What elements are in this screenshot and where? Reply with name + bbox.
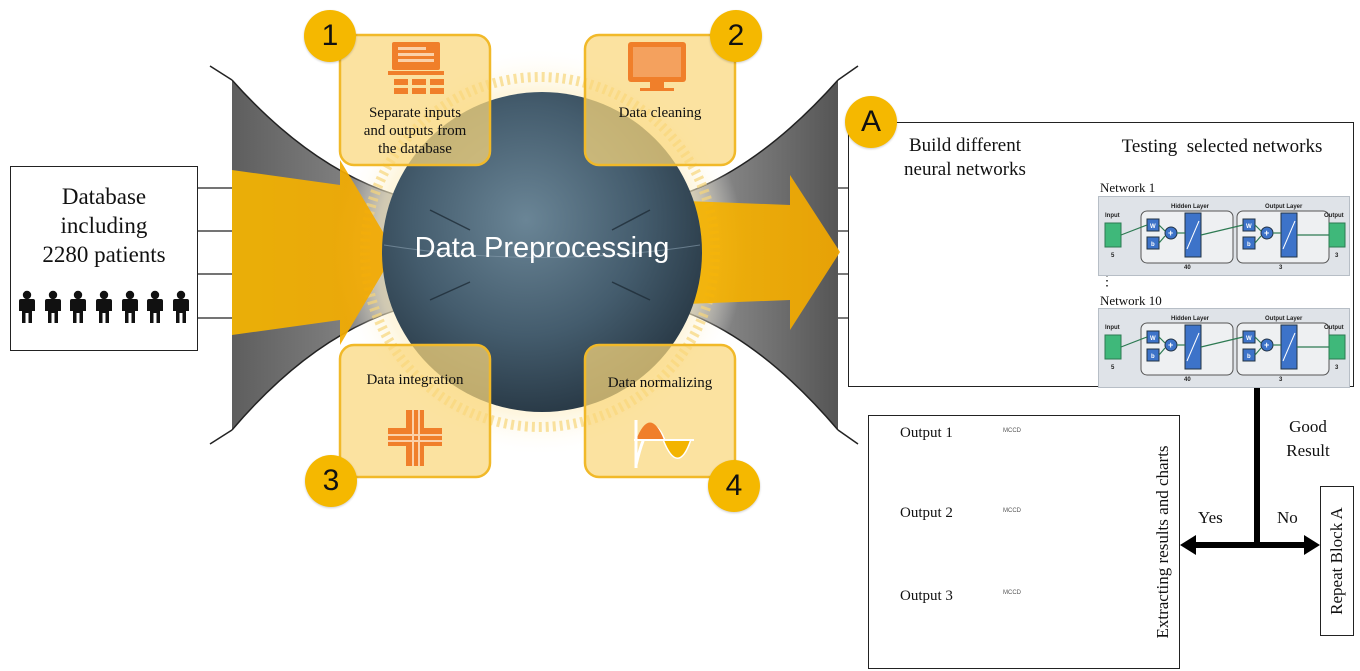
- step-3-label-line1: Data integration: [366, 372, 464, 388]
- database-label-line2: including: [60, 213, 148, 238]
- output-2-label: Output 2: [900, 505, 953, 521]
- svg-text:Hidden Layer: Hidden Layer: [1171, 316, 1210, 322]
- step-1-label-line1: Separate inputs: [368, 105, 462, 121]
- step-4-label-line1: Data normalizing: [607, 375, 713, 391]
- output-1-label: Output 1: [900, 425, 953, 441]
- step-3-label: Data integration: [340, 371, 490, 389]
- build-networks-line2: neural networks: [904, 159, 1026, 180]
- decision-arrows: [1180, 387, 1320, 555]
- database-table-icon: [388, 42, 444, 94]
- right-flow-arrow: [660, 175, 840, 330]
- yes-label: Yes: [1198, 508, 1223, 527]
- svg-text:40: 40: [1184, 265, 1191, 271]
- patient-icon: [19, 290, 35, 323]
- step-1-label: Separate inputs and outputs from the dat…: [340, 104, 490, 158]
- step-2-label: Data cleaning: [585, 104, 735, 122]
- step-4-label: Data normalizing: [585, 374, 735, 392]
- svg-text:5: 5: [1111, 365, 1115, 371]
- patient-icon: [147, 290, 164, 323]
- network-10-label: Network 10: [1100, 293, 1162, 308]
- svg-text:+: +: [1168, 340, 1173, 350]
- database-box: [10, 166, 198, 351]
- svg-text:Output: Output: [1324, 213, 1344, 219]
- output-1-chart-title: MCCD: [1003, 428, 1021, 434]
- output-2-chart-title: MCCD: [1003, 508, 1021, 514]
- step-1-label-line2: and outputs from: [363, 123, 467, 139]
- testing-networks-label: Testing selected networks: [1121, 136, 1323, 157]
- output-3-chart-title: MCCD: [1003, 590, 1021, 596]
- preprocessing-title: Data Preprocessing: [414, 232, 670, 264]
- build-networks-line1: Build different: [908, 135, 1022, 156]
- no-label: No: [1277, 508, 1298, 527]
- patient-icon: [172, 290, 189, 323]
- extracting-results-text: Extracting results and charts: [1153, 445, 1172, 639]
- good-result-label: Good Result: [1262, 415, 1354, 463]
- svg-text:3: 3: [1335, 365, 1339, 371]
- svg-text:Output Layer: Output Layer: [1265, 204, 1303, 210]
- step-3-badge: 3: [305, 455, 357, 507]
- database-connector-lines: [198, 187, 232, 319]
- results-box: [868, 415, 1180, 669]
- svg-text:W: W: [1150, 224, 1156, 230]
- svg-text:+: +: [1264, 228, 1269, 238]
- step-1-label-line3: the database: [378, 141, 452, 157]
- output-3-label: Output 3: [900, 588, 953, 604]
- step-2-badge: 2: [710, 10, 762, 62]
- svg-text:Hidden Layer: Hidden Layer: [1171, 204, 1210, 210]
- patient-icon: [95, 290, 112, 323]
- left-flow-arrow: [232, 160, 395, 345]
- svg-text:3: 3: [1279, 377, 1283, 383]
- normal-curve-icon: [634, 420, 694, 468]
- repeat-block-text: Repeat Block A: [1327, 507, 1346, 615]
- build-networks-label: Build different neural networks: [880, 134, 1050, 182]
- database-label-line3: 2280 patients: [42, 242, 166, 267]
- network-1-label: Network 1: [1100, 180, 1156, 195]
- svg-text:b: b: [1151, 242, 1155, 248]
- svg-text:3: 3: [1335, 253, 1339, 259]
- svg-text:+: +: [1264, 340, 1269, 350]
- preprocessing-sphere: [382, 92, 702, 412]
- step-1-badge: 1: [304, 10, 356, 62]
- svg-text:b: b: [1151, 354, 1155, 360]
- repeat-block-label: Repeat Block A: [1320, 486, 1354, 636]
- svg-text:W: W: [1246, 336, 1252, 342]
- svg-text:40: 40: [1184, 377, 1191, 383]
- good-result-line1: Good: [1289, 417, 1327, 436]
- step-4-badge: 4: [708, 460, 760, 512]
- svg-text:W: W: [1150, 336, 1156, 342]
- good-result-line2: Result: [1286, 441, 1330, 460]
- svg-text:b: b: [1247, 354, 1251, 360]
- patient-icons: [16, 290, 192, 324]
- svg-text:b: b: [1247, 242, 1251, 248]
- network-ellipsis: ⋮: [1100, 274, 1114, 289]
- computer-monitor-icon: [628, 42, 686, 91]
- svg-text:W: W: [1246, 224, 1252, 230]
- svg-text:5: 5: [1111, 253, 1115, 259]
- step-2-label-line1: Data cleaning: [618, 105, 702, 121]
- svg-text:Output Layer: Output Layer: [1265, 316, 1303, 322]
- svg-text:Input: Input: [1105, 213, 1120, 219]
- svg-text:3: 3: [1279, 265, 1283, 271]
- repeat-block-box: [1320, 486, 1354, 636]
- block-a-badge: A: [845, 96, 897, 148]
- integration-cross-icon: [388, 410, 442, 466]
- svg-text:+: +: [1168, 228, 1173, 238]
- patient-icon: [70, 290, 87, 323]
- svg-text:Input: Input: [1105, 325, 1120, 331]
- database-label: Database including 2280 patients: [10, 182, 198, 269]
- svg-text:Output: Output: [1324, 325, 1344, 331]
- extracting-results-label: Extracting results and charts: [1148, 418, 1178, 666]
- patient-icon: [44, 290, 61, 323]
- block-a-connector-lines: [838, 187, 848, 319]
- patient-icon: [121, 290, 138, 323]
- database-label-line1: Database: [61, 184, 147, 209]
